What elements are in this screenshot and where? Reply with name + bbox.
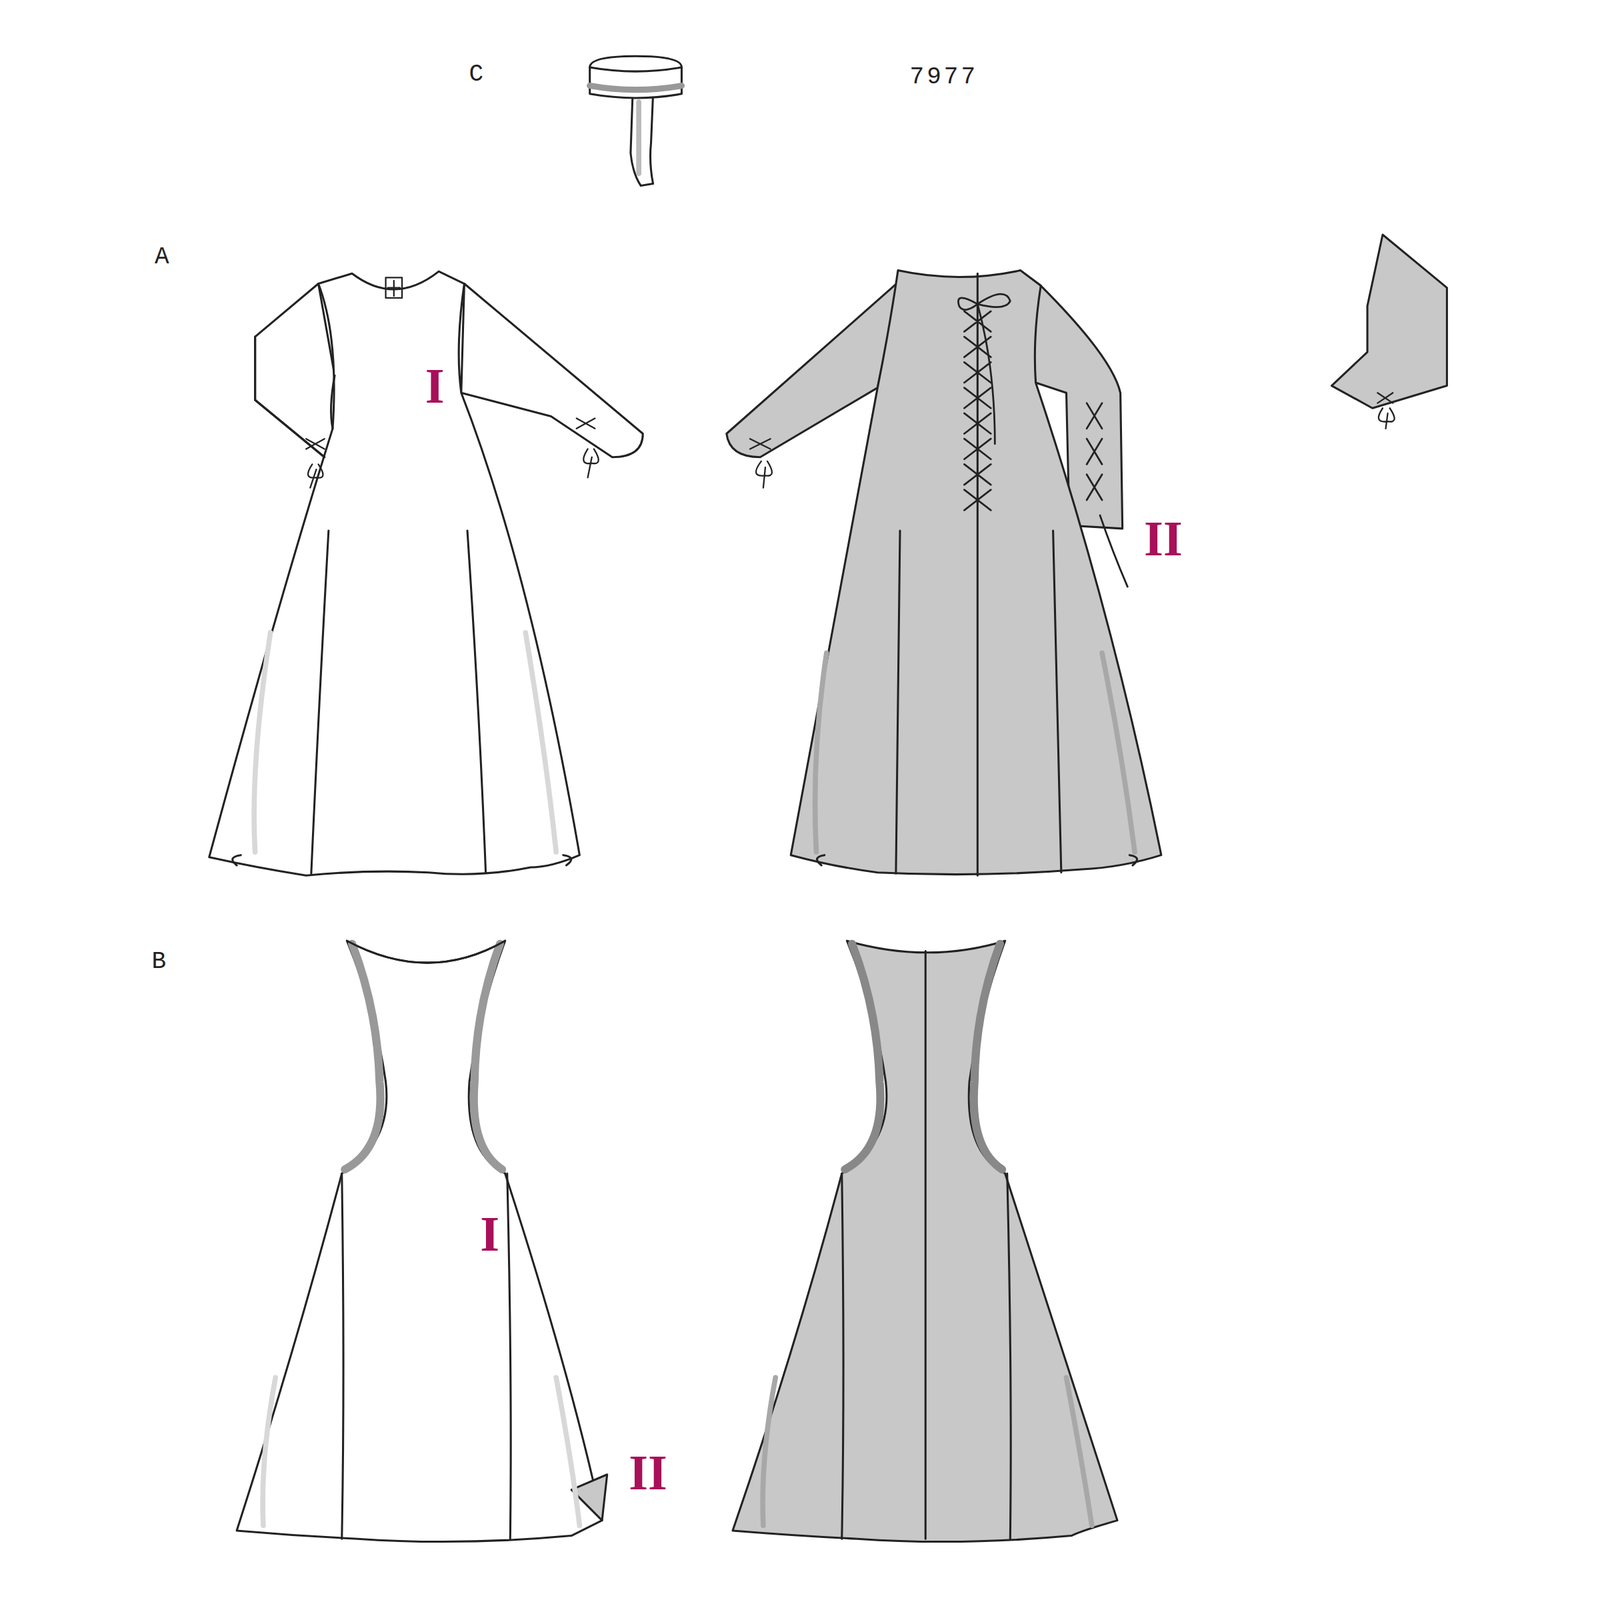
dress-a-back: [726, 270, 1162, 876]
pattern-number: 7977: [910, 65, 978, 90]
dress-b-back: [732, 940, 1118, 1542]
fabric-number: II: [1144, 514, 1183, 564]
view-letter: C: [469, 62, 487, 87]
dress-a-front: [209, 271, 644, 876]
dress-b-front: [236, 940, 608, 1542]
view-letter: A: [154, 245, 172, 270]
sleeve-detail: [1331, 234, 1447, 408]
view-letter: B: [151, 950, 169, 974]
fabric-number: I: [425, 361, 445, 411]
fabric-number: I: [480, 1209, 500, 1259]
fabric-number: II: [628, 1448, 668, 1498]
hat-drawing: [590, 56, 682, 186]
